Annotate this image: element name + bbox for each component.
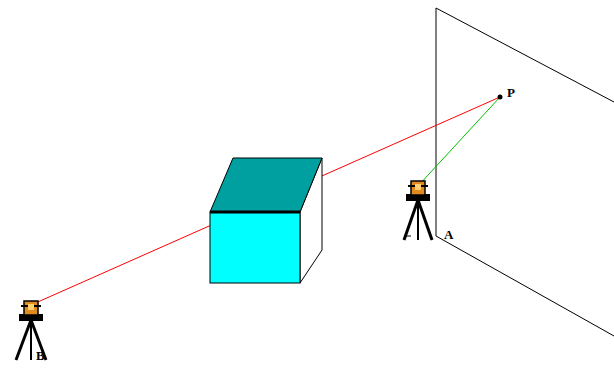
- station-label: A: [444, 228, 453, 241]
- point-p: [498, 95, 503, 100]
- tripod-a: [404, 181, 432, 240]
- sight-line-b: [31, 97, 500, 305]
- point-label: P: [507, 86, 515, 99]
- sight-line-a: [418, 97, 500, 186]
- station-label: B: [36, 349, 45, 362]
- target-plane: [436, 8, 614, 336]
- obstacle-box: [210, 158, 322, 283]
